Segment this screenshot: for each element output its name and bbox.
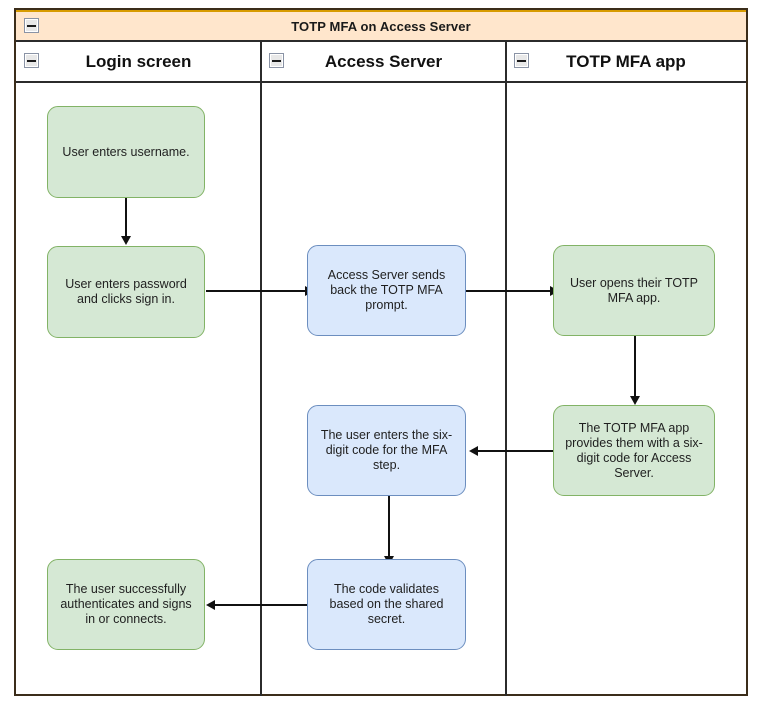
node-label-code-validates: The code validates based on the shared s… — [329, 582, 444, 626]
lane-header-row: Login screen Access Server TOTP MFA app — [16, 42, 746, 83]
lane-collapse-minus-icon-totp-mfa-app[interactable] — [514, 53, 529, 68]
node-enter-username[interactable]: User enters username. — [47, 106, 205, 198]
edge-open-mfa-app-to-app-provides-code — [634, 336, 636, 398]
edge-enter-password-to-mfa-prompt — [206, 290, 307, 292]
arrowhead-left-e5 — [469, 446, 478, 456]
lane-collapse-minus-icon-login-screen[interactable] — [24, 53, 39, 68]
arrowhead-down-e4 — [630, 396, 640, 405]
edge-mfa-prompt-to-open-mfa-app — [466, 290, 552, 292]
node-auth-success[interactable]: The user successfully authenticates and … — [47, 559, 205, 650]
lane-label-login-screen: Login screen — [85, 51, 192, 71]
node-enter-six-digit[interactable]: The user enters the six-digit code for t… — [307, 405, 466, 496]
swimlane-pool: TOTP MFA on Access Server Login screen A… — [14, 8, 748, 696]
arrowhead-left-e7 — [206, 600, 215, 610]
lane-header-login-screen[interactable]: Login screen — [16, 42, 261, 83]
lane-header-totp-mfa-app[interactable]: TOTP MFA app — [506, 42, 746, 83]
lane-label-totp-mfa-app: TOTP MFA app — [566, 51, 686, 71]
node-open-mfa-app[interactable]: User opens their TOTP MFA app. — [553, 245, 715, 336]
lane-collapse-minus-icon-access-server[interactable] — [269, 53, 284, 68]
pool-title-bar: TOTP MFA on Access Server — [16, 10, 746, 42]
lane-header-access-server[interactable]: Access Server — [261, 42, 506, 83]
edge-app-provides-code-to-enter-six-digit — [478, 450, 554, 452]
node-label-app-provides-code: The TOTP MFA app provides them with a si… — [565, 420, 703, 480]
edge-enter-six-digit-to-code-validates — [388, 496, 390, 558]
node-enter-password[interactable]: User enters password and clicks sign in. — [47, 246, 205, 338]
lane-separator-1 — [260, 42, 262, 696]
node-label-enter-six-digit: The user enters the six-digit code for t… — [320, 428, 453, 472]
node-label-enter-password: User enters password and clicks sign in. — [65, 277, 187, 306]
node-label-enter-username: User enters username. — [62, 144, 190, 159]
node-app-provides-code[interactable]: The TOTP MFA app provides them with a si… — [553, 405, 715, 496]
edge-code-validates-to-auth-success — [215, 604, 312, 606]
edge-enter-username-to-enter-password — [125, 198, 127, 238]
pool-collapse-minus-icon[interactable] — [24, 18, 39, 33]
pool-title: TOTP MFA on Access Server — [291, 18, 471, 34]
node-label-auth-success: The user successfully authenticates and … — [60, 582, 192, 626]
lane-label-access-server: Access Server — [324, 51, 443, 71]
node-code-validates[interactable]: The code validates based on the shared s… — [307, 559, 466, 650]
node-label-mfa-prompt: Access Server sends back the TOTP MFA pr… — [327, 268, 446, 312]
node-mfa-prompt[interactable]: Access Server sends back the TOTP MFA pr… — [307, 245, 466, 336]
lane-separator-2 — [505, 42, 507, 696]
arrowhead-down-e1 — [121, 236, 131, 245]
node-label-open-mfa-app: User opens their TOTP MFA app. — [569, 275, 699, 305]
